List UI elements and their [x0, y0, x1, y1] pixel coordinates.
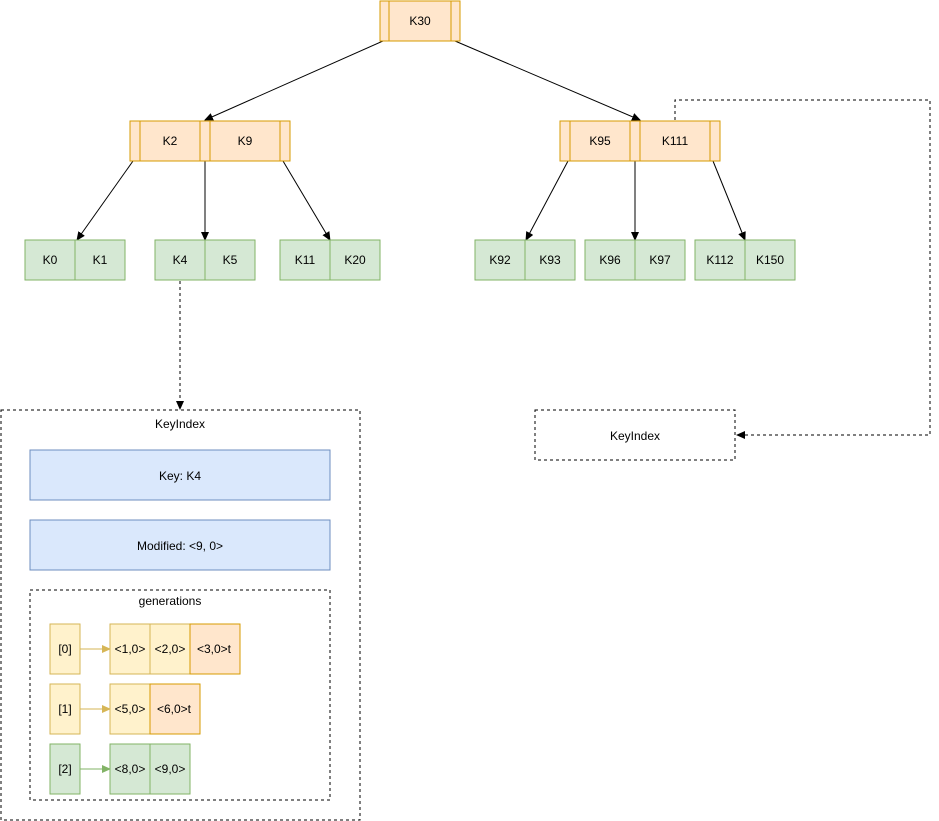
revision-tombstone: <6,0>t	[157, 702, 192, 716]
leaf-key: K112	[706, 253, 733, 267]
node-key: K2	[163, 134, 178, 148]
generations-container	[29, 589, 331, 801]
tree-leaf-1: K4 K5	[154, 239, 256, 281]
leaf-key: K96	[599, 253, 621, 267]
leaf-key: K11	[295, 253, 316, 267]
edge-left-leaf2	[282, 160, 331, 241]
edge-right-leaf3	[525, 160, 569, 241]
edge-internal-keyindex	[674, 99, 931, 439]
leaf-key: K20	[344, 253, 366, 267]
edge-right-leaf5	[712, 160, 746, 241]
generations-title: generations	[139, 594, 202, 608]
revision: <1,0>	[115, 642, 146, 656]
node-key: K9	[238, 134, 253, 148]
generation-row-1: [1] <5,0> <6,0>t	[49, 683, 201, 735]
node-key: K111	[662, 134, 689, 148]
modified-label: Modified: <9, 0>	[137, 539, 223, 553]
keyindex-title: KeyIndex	[155, 417, 205, 431]
tree-node-root: K30	[379, 0, 461, 42]
tree-leaf-4: K96 K97	[584, 239, 686, 281]
key-field	[29, 449, 331, 501]
generation-index: [0]	[58, 642, 71, 656]
keyindex-collapsed-title: KeyIndex	[610, 429, 660, 443]
revision: <9,0>	[155, 762, 186, 776]
key-label: Key: K4	[159, 469, 201, 483]
tree-leaf-0: K0 K1	[24, 239, 126, 281]
edge-left-leaf0	[76, 160, 134, 241]
generation-row-0: [0] <1,0> <2,0> <3,0>t	[49, 623, 241, 675]
leaf-key: K92	[489, 253, 511, 267]
leaf-key: K4	[173, 253, 188, 267]
leaf-key: K93	[539, 253, 561, 267]
tree-node-internal-right: K95 K111	[559, 120, 721, 162]
revision: <8,0>	[115, 762, 146, 776]
tree-edges	[76, 40, 931, 439]
revision: <5,0>	[115, 702, 146, 716]
leaf-key: K150	[756, 253, 784, 267]
revision-tombstone: <3,0>t	[197, 642, 232, 656]
tree-node-internal-left: K2 K9	[129, 120, 291, 162]
leaf-key: K1	[93, 253, 108, 267]
leaf-key: K5	[223, 253, 238, 267]
generation-index: [2]	[58, 762, 71, 776]
tree-leaf-2: K11 K20	[279, 239, 381, 281]
revision: <2,0>	[155, 642, 186, 656]
tree-leaf-3: K92 K93	[474, 239, 576, 281]
modified-field	[29, 519, 331, 571]
edge-root-left	[204, 40, 384, 121]
keyindex-detail: KeyIndex Key: K4 Modified: <9, 0> genera…	[0, 409, 361, 821]
generation-index: [1]	[58, 702, 71, 716]
generation-row-2: [2] <8,0> <9,0>	[49, 743, 191, 795]
tree-leaf-5: K112 K150	[694, 239, 796, 281]
leaf-key: K97	[649, 253, 671, 267]
keyindex-collapsed: KeyIndex	[534, 409, 736, 461]
leaf-key: K0	[43, 253, 58, 267]
edge-root-right	[454, 40, 641, 121]
node-key: K95	[589, 134, 611, 148]
node-key: K30	[409, 14, 431, 28]
